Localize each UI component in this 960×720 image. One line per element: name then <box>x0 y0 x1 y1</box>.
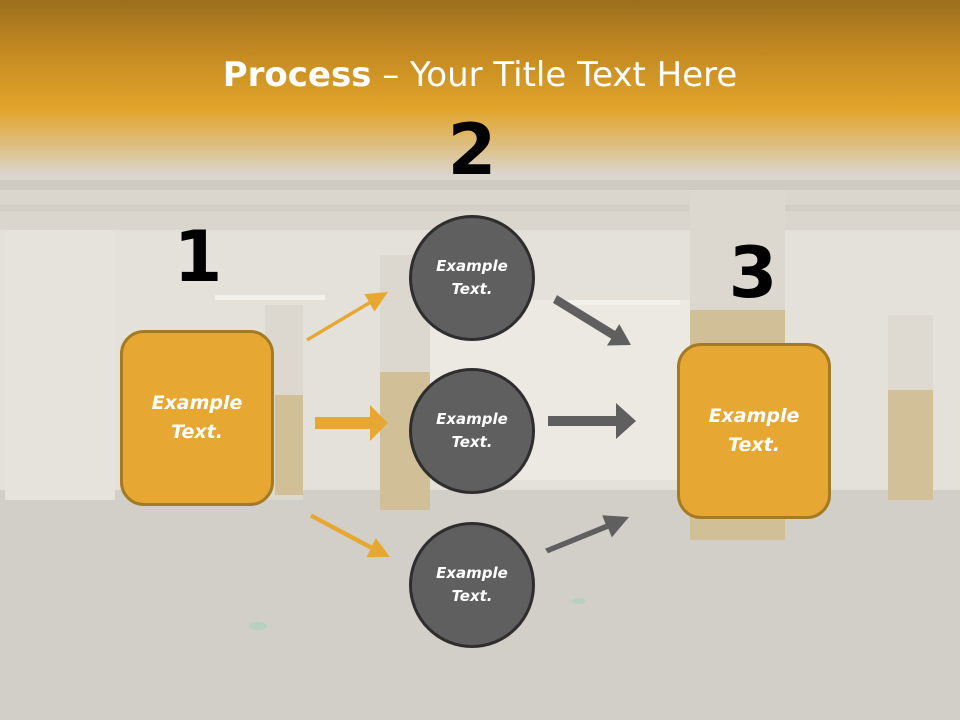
step-2-circle-top[interactable]: Example Text. <box>409 215 535 341</box>
title-strong: Process <box>222 55 372 95</box>
arrow-box1-to-circle3 <box>310 513 390 558</box>
step-2-circle-bottom[interactable]: Example Text. <box>409 522 535 648</box>
header-band <box>0 0 960 175</box>
step-3-box[interactable]: Example Text. <box>677 343 831 519</box>
step-1-box[interactable]: Example Text. <box>120 330 274 506</box>
step-number-3: 3 <box>728 232 778 314</box>
arrow-box1-to-circle2 <box>315 405 388 441</box>
step-number-2: 2 <box>447 109 497 191</box>
arrow-circle1-to-box3 <box>553 295 631 346</box>
step-number-1: 1 <box>173 216 223 298</box>
step-2-circle-middle[interactable]: Example Text. <box>409 368 535 494</box>
arrow-circle3-to-box3 <box>545 515 629 554</box>
title-rest: – Your Title Text Here <box>371 55 738 95</box>
arrow-circle2-to-box3 <box>548 403 636 439</box>
arrow-box1-to-circle1 <box>306 292 388 342</box>
slide-title: Process – Your Title Text Here <box>0 52 960 98</box>
